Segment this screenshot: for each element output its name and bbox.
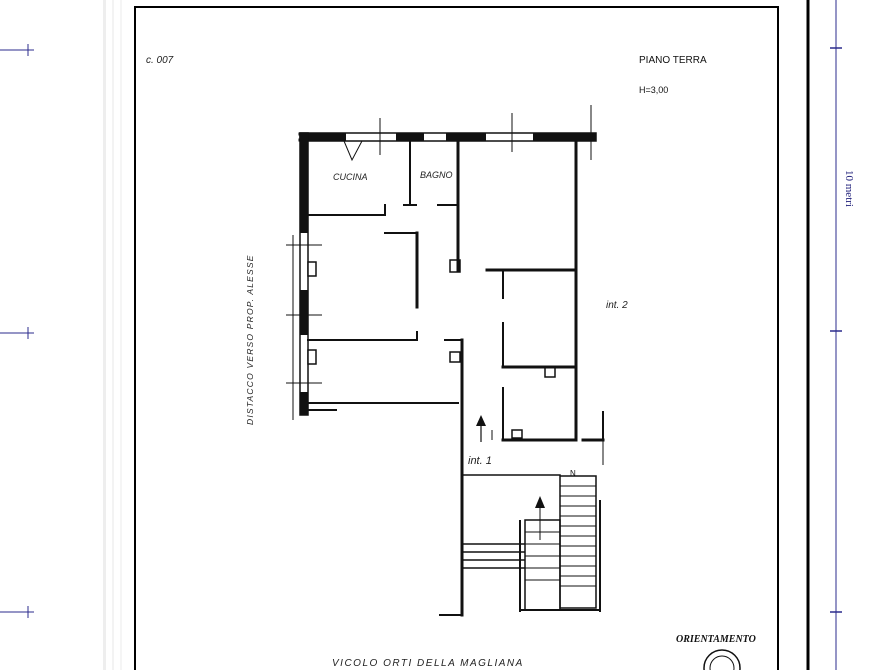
left-ruler — [0, 44, 34, 618]
compass-icon — [703, 649, 741, 670]
orientation-label: ORIENTAMENTO — [676, 634, 756, 645]
scale-ruler: 10 metri — [806, 0, 855, 670]
stair-up-arrow-icon — [535, 496, 545, 508]
scale-ruler-label: 10 metri — [843, 170, 855, 207]
left-window-niches — [307, 261, 317, 365]
room-label-kitchen: CUCINA — [333, 172, 368, 182]
window-ticks — [286, 105, 604, 465]
unit-label-int1: int. 1 — [468, 455, 492, 467]
walls — [298, 132, 605, 617]
room-label-bathroom: BAGNO — [420, 170, 453, 180]
floor-label: PIANO TERRA — [639, 55, 707, 66]
scanned-margin-noise — [103, 0, 122, 670]
stair-marker: N — [570, 469, 576, 478]
stairwell — [462, 475, 601, 612]
side-note: DISTACCO VERSO PROP. ALESSE — [245, 254, 255, 425]
unit-label-int2: int. 2 — [606, 300, 628, 311]
kitchen-door-swing — [343, 140, 363, 162]
sheet-reference: c. 007 — [146, 55, 174, 66]
drawing-frame — [134, 6, 779, 670]
street-label: VICOLO ORTI DELLA MAGLIANA — [332, 658, 524, 669]
height-label: H=3,00 — [639, 85, 668, 95]
